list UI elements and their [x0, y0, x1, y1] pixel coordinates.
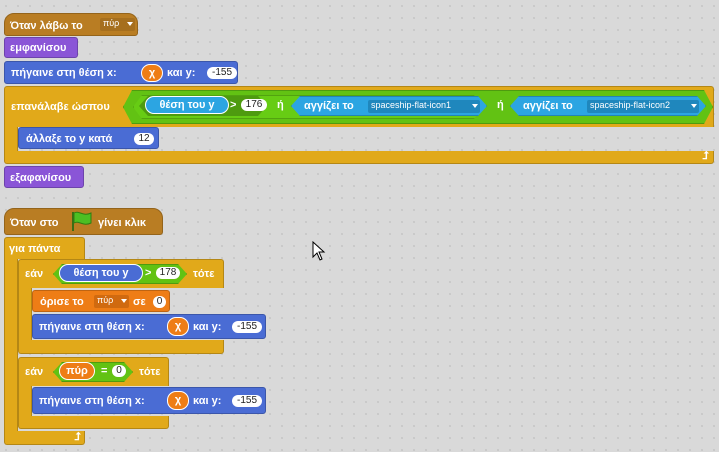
if1-label: εάν	[25, 268, 44, 280]
goto-xy-block-1[interactable]: πήγαινε στη θέση x: χ και y: -155	[32, 314, 266, 339]
set-variable-value: πύρ	[97, 295, 114, 305]
if1-bottom	[18, 340, 224, 354]
or-label-1: ή	[277, 99, 284, 111]
if2-label: εάν	[25, 366, 44, 378]
if2-arm	[18, 386, 32, 416]
when-receive-label: Όταν λάβω το	[10, 20, 83, 32]
goto-xy-block-2[interactable]: πήγαινε στη θέση x: χ και y: -155	[32, 387, 266, 414]
goto1-y-input[interactable]: -155	[232, 321, 262, 333]
if1-y-position-reporter[interactable]: θέση του y	[59, 264, 143, 282]
goto-x-label: πήγαινε στη θέση x:	[11, 67, 117, 79]
set-variable-dropdown[interactable]: πύρ	[94, 295, 129, 308]
message-dropdown[interactable]: πύρ	[100, 18, 135, 31]
change-y-input[interactable]: 12	[134, 133, 154, 145]
goto2-x-variable-reporter[interactable]: χ	[167, 391, 189, 410]
x-variable-reporter[interactable]: χ	[141, 64, 163, 82]
hide-block[interactable]: εξαφανίσου	[4, 166, 84, 188]
y-threshold-input[interactable]: 176	[241, 99, 267, 111]
hide-label: εξαφανίσου	[10, 172, 72, 184]
touching-label-2: αγγίζει το	[523, 100, 573, 112]
set-value-input[interactable]: 0	[153, 296, 166, 308]
green-flag-icon	[72, 211, 92, 231]
when-receive-hat-block[interactable]: Όταν λάβω το πύρ	[4, 13, 138, 36]
if2-then-label: τότε	[139, 366, 161, 378]
forever-arm	[4, 259, 18, 431]
repeat-until-arm	[4, 127, 18, 151]
gt-symbol: >	[230, 99, 237, 111]
dropdown-arrow-icon	[472, 104, 478, 108]
goto2-y-label: και y:	[193, 395, 222, 407]
repeat-until-block[interactable]: επανάλαβε ώσπου θέση του y > 176 ή αγγίζ…	[4, 86, 714, 127]
change-y-label: άλλαξε το y κατά	[26, 133, 113, 145]
goto1-x-label: πήγαινε στη θέση x:	[39, 321, 145, 333]
loop-arrow-icon: ⮥	[702, 150, 710, 162]
when-flag-hat-block[interactable]: Όταν στο γίνει κλικ	[4, 208, 163, 235]
goto-y-label: και y:	[167, 67, 196, 79]
change-y-block[interactable]: άλλαξε το y κατά 12	[18, 127, 159, 149]
if1-value-input[interactable]: 178	[156, 267, 180, 279]
goto1-x-variable-reporter[interactable]: χ	[167, 317, 189, 336]
forever-bottom: ⮥	[4, 431, 85, 445]
touching-target-1-value: spaceship-flat-icon1	[371, 100, 452, 110]
repeat-until-bottom: ⮥	[4, 150, 714, 164]
touching-label-1: αγγίζει το	[304, 100, 354, 112]
touching-sensor-2[interactable]: αγγίζει το spaceship-flat-icon2	[510, 96, 706, 116]
goto2-x-label: πήγαινε στη θέση x:	[39, 395, 145, 407]
loop-arrow-icon: ⮥	[74, 431, 82, 443]
if1-arm	[18, 288, 32, 340]
when-flag-prefix: Όταν στο	[10, 217, 59, 229]
set-to-label: σε	[133, 296, 146, 308]
message-dropdown-value: πύρ	[103, 18, 120, 28]
if2-variable-reporter[interactable]: πύρ	[59, 362, 95, 380]
when-flag-suffix: γίνει κλικ	[98, 217, 147, 229]
forever-block[interactable]: για πάντα	[4, 237, 85, 259]
or-label-2: ή	[497, 99, 504, 111]
if-block-2[interactable]: εάν πύρ = 0 τότε	[18, 357, 169, 386]
mouse-pointer-icon	[312, 241, 326, 261]
goto-xy-block[interactable]: πήγαινε στη θέση x: χ και y: -155	[4, 61, 238, 84]
touching-target-2-value: spaceship-flat-icon2	[590, 100, 671, 110]
touching-sensor-1[interactable]: αγγίζει το spaceship-flat-icon1	[291, 96, 487, 116]
touching-target-dropdown-2[interactable]: spaceship-flat-icon2	[587, 100, 699, 113]
if-block-1[interactable]: εάν θέση του y > 178 τότε	[18, 259, 224, 288]
if2-value-input[interactable]: 0	[112, 365, 126, 377]
dropdown-arrow-icon	[121, 299, 127, 303]
goto1-y-label: και y:	[193, 321, 222, 333]
show-block[interactable]: εμφανίσου	[4, 37, 78, 58]
repeat-until-label: επανάλαβε ώσπου	[11, 101, 110, 113]
if1-then-label: τότε	[193, 268, 215, 280]
if2-bottom	[18, 416, 169, 429]
goto-y-input[interactable]: -155	[207, 67, 237, 79]
dropdown-arrow-icon	[691, 104, 697, 108]
dropdown-arrow-icon	[127, 22, 133, 26]
set-variable-block[interactable]: όρισε το πύρ σε 0	[32, 290, 170, 312]
if2-equals-symbol: =	[101, 365, 108, 377]
show-label: εμφανίσου	[10, 42, 67, 54]
touching-target-dropdown-1[interactable]: spaceship-flat-icon1	[368, 100, 480, 113]
set-label: όρισε το	[40, 296, 84, 308]
goto2-y-input[interactable]: -155	[232, 395, 262, 407]
y-position-reporter[interactable]: θέση του y	[145, 96, 229, 114]
if1-gt-symbol: >	[145, 267, 152, 279]
forever-label: για πάντα	[9, 243, 61, 255]
